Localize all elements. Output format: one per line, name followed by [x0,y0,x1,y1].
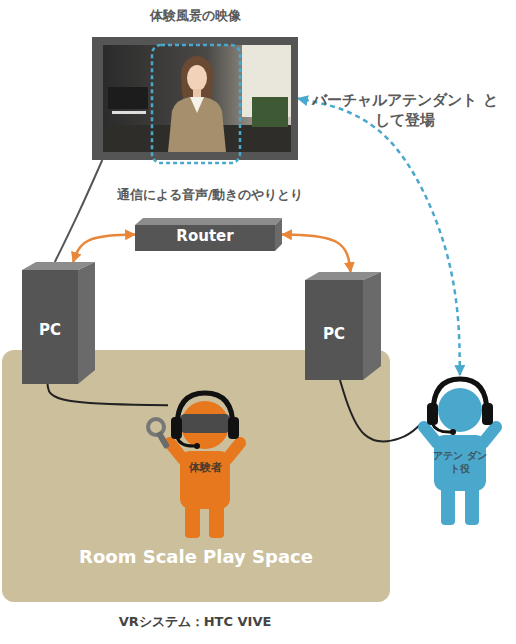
node-label: Router [135,227,275,246]
figure-rect [482,403,493,425]
figure-rect [180,451,230,509]
participant-figure: 体験者 [168,385,240,540]
connector [55,160,102,262]
figure-path [177,437,196,446]
connector [282,235,351,273]
video-monitor: 体験風景の映像 [92,37,298,160]
note-label: VRシステム：HTC VIVE [0,613,390,631]
figure-rect [171,417,182,439]
figure-rect [156,431,170,450]
figure-path [168,97,226,152]
figure-path [190,97,204,113]
node-label: PC [305,325,363,344]
figure-rect [180,414,230,433]
figure-circle [450,429,456,435]
figure-rect [2,350,390,602]
note-label: 通信による音声/動きのやりとり [40,186,380,204]
pc-tower: PC [305,272,381,380]
node-label: PC [22,321,78,340]
figure-rect [22,270,78,384]
figure-rect [135,225,275,251]
attendant-figure: アテン ダント役 [420,375,505,530]
figure-rect [92,37,298,160]
node-label: 体験風景の映像 [72,8,318,24]
pc-tower: PC [22,262,95,384]
node-label: アテン ダント役 [430,450,490,475]
figure-rect [252,97,288,127]
figure-rect [152,45,240,163]
figure-path [177,393,233,427]
node-label: Room Scale Play Space [2,546,390,569]
figure-rect [427,403,438,425]
figure-polygon [275,218,282,251]
figure-rect [228,417,239,439]
figure-rect [305,280,363,380]
node-label: 体験者 [175,461,235,475]
figure-rect [112,111,146,114]
edge-label: バーチャルアテンダント として登場 [305,90,505,131]
figure-path [433,379,487,413]
figure-path [432,423,452,432]
figure-circle [194,443,200,449]
figure-polygon [135,218,282,225]
figure-ellipse [187,65,207,91]
figure-polygon [363,272,381,380]
figure-rect [108,87,148,109]
figure-circle [181,401,229,449]
play-space: Room Scale Play Space 体験者 [2,350,390,602]
router-box: Router [135,218,282,251]
node-shape [92,37,298,160]
connector [73,235,135,263]
figure-rect [193,89,201,98]
figure-circle [438,388,482,432]
figure-rect [103,45,291,152]
figure-polygon [78,262,95,384]
